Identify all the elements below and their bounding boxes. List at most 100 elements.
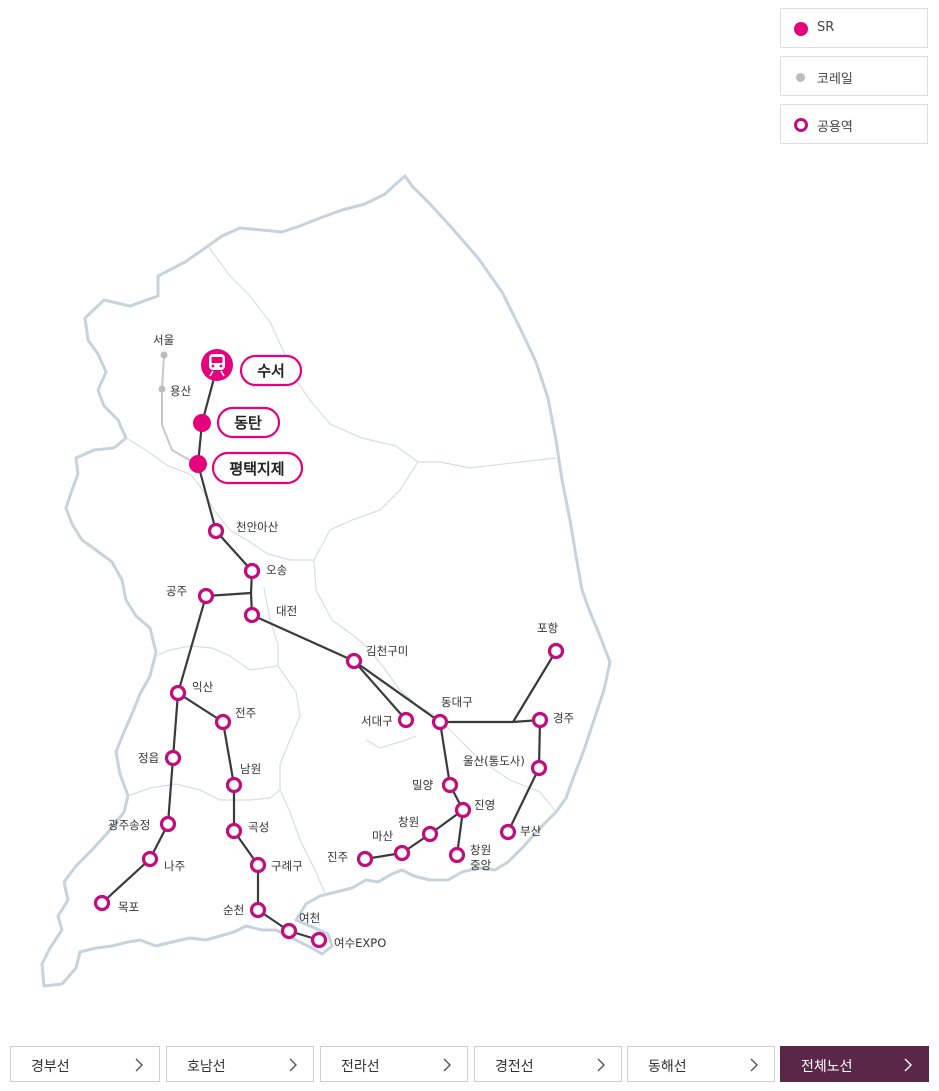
label-suncheon: 순천 [223,903,244,917]
label-changwon: 창원 [398,815,419,829]
chevron-right-icon [135,1058,143,1072]
label-mokpo: 목포 [118,900,139,914]
label-pyeongtaek: 평택지제 [229,460,284,478]
station-dongtan[interactable]: 동탄 [193,406,281,439]
tab-label: 경전선 [495,1059,534,1075]
label-ulsan: 울산(통도사) [463,754,525,768]
tab-donghae[interactable]: 동해선 [627,1046,775,1082]
station-jeonju[interactable] [214,713,232,731]
train-icon [209,354,225,377]
label-dongdaegu: 동대구 [441,695,473,709]
label-jeongeup: 정읍 [138,751,159,765]
label-changwon-jungang-1: 창원 [470,843,491,857]
station-daejeon[interactable] [243,606,261,624]
label-gokseong: 곡성 [248,820,269,834]
station-jeongeup[interactable] [164,749,182,767]
label-gwangju-songjeong: 광주송정 [108,818,150,832]
chevron-right-icon [289,1058,297,1072]
label-gongju: 공주 [166,584,187,598]
chevron-right-icon [904,1058,912,1072]
station-seodaegu[interactable] [397,711,415,729]
legend-label-korail: 코레일 [817,72,853,87]
tab-label: 호남선 [187,1059,226,1075]
label-miryang: 밀양 [412,778,434,792]
label-namwon: 남원 [240,762,261,776]
station-guryegu[interactable] [249,856,267,874]
station-masan[interactable] [393,844,411,862]
tab-gyeongjeon[interactable]: 경전선 [474,1046,622,1082]
station-mokpo[interactable] [93,894,111,912]
label-yeosu-expo: 여수EXPO [334,936,386,950]
tab-label: 경부선 [31,1059,70,1075]
label-iksan: 익산 [192,680,214,694]
station-miryang[interactable] [441,776,459,794]
station-pyeongtaek-jije[interactable]: 평택지제 [189,451,304,485]
label-guryegu: 구례구 [271,859,303,873]
label-cheonanasan: 천안아산 [236,520,279,534]
label-dongtan: 동탄 [234,414,262,432]
station-osong[interactable] [243,562,261,580]
label-naju: 나주 [164,859,185,873]
station-jinyeong[interactable] [454,801,472,819]
tab-jeolla[interactable]: 전라선 [320,1046,468,1082]
label-busan: 부산 [520,824,542,838]
label-yeocheon: 여천 [299,911,320,925]
label-gimcheongumi: 김천구미 [366,644,408,658]
label-masan: 마산 [372,829,394,843]
station-gyeongju[interactable] [531,711,549,729]
station-seoul[interactable] [160,351,168,359]
station-dongdaegu[interactable] [431,713,449,731]
label-seoul: 서울 [153,333,174,347]
station-pohang[interactable] [547,642,565,660]
tab-all-lines[interactable]: 전체노선 [780,1046,929,1082]
station-gongju[interactable] [197,587,215,605]
station-naju[interactable] [141,850,159,868]
label-pohang: 포항 [537,621,559,635]
station-ulsan[interactable] [530,759,548,777]
label-jinyeong: 진영 [474,798,495,812]
station-changwon[interactable] [421,825,439,843]
route-map: 서울 용산 수서 동탄 평택지제 [40,174,612,988]
tab-honam[interactable]: 호남선 [166,1046,314,1082]
station-busan[interactable] [499,823,517,841]
station-yeosu-expo[interactable] [310,931,328,949]
shared-ring-icon [794,118,808,132]
korail-tracks [161,354,199,466]
station-iksan[interactable] [169,684,187,702]
tab-label: 전라선 [341,1059,380,1075]
label-yongsan: 용산 [170,384,192,398]
tab-gyeongbu[interactable]: 경부선 [10,1046,160,1082]
station-changwon-jungang[interactable] [448,846,466,864]
legend-label-sr: SR [817,20,835,35]
chevron-right-icon [750,1058,758,1072]
label-jinju: 진주 [327,850,348,864]
tab-label: 전체노선 [801,1059,853,1075]
chevron-right-icon [443,1058,451,1072]
chevron-right-icon [597,1058,605,1072]
station-suncheon[interactable] [249,901,267,919]
label-osong: 오송 [266,563,287,577]
legend-item-shared: 공용역 [780,104,928,144]
shared-stations [93,522,565,949]
station-namwon[interactable] [225,776,243,794]
korea-coastline [40,174,612,988]
station-gwangju-songjeong[interactable] [159,815,177,833]
station-jinju[interactable] [356,850,374,868]
station-gimcheongumi[interactable] [345,652,363,670]
label-changwon-jungang-2: 중앙 [470,858,492,872]
station-cheonanasan[interactable] [207,522,225,540]
province-borders [125,245,557,897]
station-suseo[interactable]: 수서 [201,349,303,387]
label-jeonju: 전주 [235,706,256,720]
korail-dot-icon [796,73,805,82]
sr-dot-icon [794,22,808,36]
legend-item-korail: 코레일 [780,56,928,96]
station-gokseong[interactable] [225,822,243,840]
station-yeocheon[interactable] [280,922,298,940]
station-yongsan[interactable] [158,385,166,393]
legend-label-shared: 공용역 [817,120,853,135]
label-suseo: 수서 [257,362,285,380]
legend-item-sr: SR [780,8,928,48]
tab-label: 동해선 [648,1059,687,1075]
label-gyeongju: 경주 [553,711,574,725]
